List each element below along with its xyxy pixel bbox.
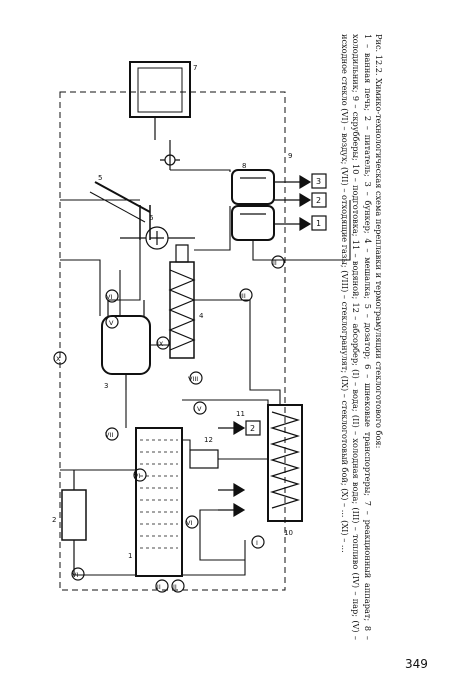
stream-marker-iii: III xyxy=(155,579,169,593)
stream-marker-vii: VII xyxy=(105,427,119,441)
conveyor-4: 4 xyxy=(168,244,204,359)
unit-4-label: 4 xyxy=(199,312,204,320)
feeder-hopper-2-label: 2 xyxy=(250,424,255,433)
stream-marker-vi-a: VI xyxy=(71,567,85,581)
hopper-label-2: 2 xyxy=(316,196,321,205)
figure-caption: Рис. 12.2. Химико-технологическая схема … xyxy=(286,34,436,640)
svg-text:VII: VII xyxy=(105,431,113,439)
stream-marker-ii-b: II xyxy=(271,255,285,269)
absorber-3: 3 xyxy=(101,300,151,390)
svg-text:IX: IX xyxy=(157,340,164,348)
hopper-label-3: 3 xyxy=(316,177,321,186)
scrubber-5: 5 xyxy=(89,174,151,240)
svg-text:X: X xyxy=(56,355,61,363)
svg-text:VIII: VIII xyxy=(188,375,198,383)
svg-text:III: III xyxy=(155,583,161,591)
unit-1-label: 1 xyxy=(128,552,132,560)
svg-text:VI: VI xyxy=(106,293,112,301)
figure-title: Рис. 12.2. Химико-технологическая схема … xyxy=(373,34,384,449)
stream-markers: X VI III II I VI xyxy=(53,255,285,593)
svg-text:VI: VI xyxy=(72,571,78,579)
valve-top xyxy=(160,154,180,166)
page-number: 349 xyxy=(405,657,428,671)
unit-10-label: 10 xyxy=(284,529,293,537)
hopper-1 xyxy=(311,215,327,231)
process-lines xyxy=(60,169,351,576)
unit-12-label: 12 xyxy=(204,436,213,444)
svg-text:V: V xyxy=(197,405,202,413)
feeders-11: 2 11 xyxy=(218,410,261,518)
unit-3-label: 3 xyxy=(104,382,108,390)
unit-6-label: 6 xyxy=(149,214,154,222)
svg-text:II: II xyxy=(173,583,177,591)
svg-text:V: V xyxy=(109,319,114,327)
unit-12: 12 xyxy=(189,436,219,469)
stream-marker-vi-d: VI xyxy=(133,468,147,482)
stream-marker-ii-a: II xyxy=(171,579,185,593)
reactor-7-label: 7 xyxy=(193,64,197,72)
stream-marker-ix: IX xyxy=(156,336,170,350)
figure-legend: 1 – ванная печь; 2 – питатель; 3 – бунке… xyxy=(339,34,373,640)
svg-text:I: I xyxy=(256,539,258,547)
unit-2: 2 xyxy=(52,470,87,575)
svg-text:VI: VI xyxy=(134,472,140,480)
stream-marker-vi-c: VI xyxy=(105,289,119,303)
stream-marker-v-b: V xyxy=(105,315,119,329)
hopper-3 xyxy=(311,173,327,189)
bunker-8: 8 xyxy=(231,162,275,241)
hopper-label-1: 1 xyxy=(316,219,321,228)
unit-9-label: 9 xyxy=(288,152,292,160)
svg-text:III: III xyxy=(240,292,246,300)
svg-text:VI: VI xyxy=(186,519,192,527)
unit-5-label: 5 xyxy=(98,174,102,182)
stream-marker-vi-b: VI xyxy=(185,515,199,529)
stream-marker-viii: VIII xyxy=(188,371,203,385)
dashed-boundary xyxy=(59,91,286,591)
feeders-9: 3 2 1 9 xyxy=(274,152,327,232)
fan-6: 6 xyxy=(120,214,195,250)
feeder-hopper-2 xyxy=(245,420,261,436)
reactor-7: 7 xyxy=(129,61,197,170)
granulator-1: 1 xyxy=(128,427,183,577)
svg-text:II: II xyxy=(273,259,277,267)
stream-marker-v: V xyxy=(193,401,207,415)
unit-8-label: 8 xyxy=(242,162,246,170)
stream-marker-i: I xyxy=(251,535,265,549)
unit-11-label: 11 xyxy=(236,410,245,418)
unit-2-label: 2 xyxy=(52,516,56,524)
hopper-2 xyxy=(311,192,327,208)
furnace-10: 10 xyxy=(267,404,303,537)
stream-marker-iii-b: III xyxy=(239,288,253,302)
figure-caption-text: Рис. 12.2. Химико-технологическая схема … xyxy=(338,34,384,640)
stream-marker-x: X xyxy=(53,351,67,365)
